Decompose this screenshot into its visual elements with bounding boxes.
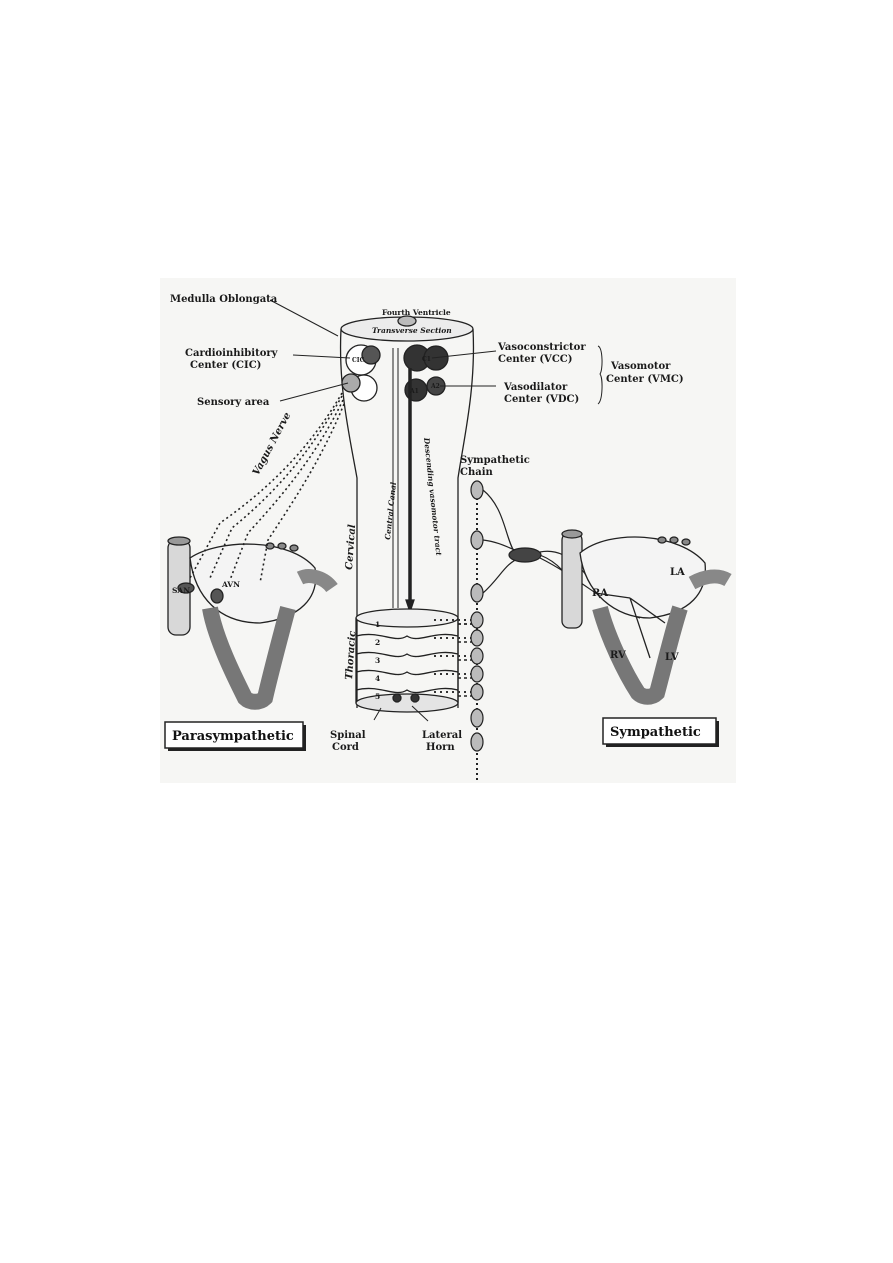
leader-lines [269,299,603,722]
vasomotor-label-2: Center (VMC) [606,374,684,385]
thoracic-segments [355,608,459,713]
sympathetic-chain [470,480,641,783]
transverse-section-label: Transverse Section [372,326,452,335]
san-label: SAN [172,586,190,595]
ra-label: RA [592,588,608,599]
sympathetic-chain-label-2: Chain [460,467,494,478]
segment-number: 2 [375,638,380,647]
vasodilator-label-2: Center (VDC) [504,394,579,405]
vasomotor-label-1: Vasomotor [610,361,671,372]
cervical-label: Cervical [344,524,358,570]
sympathetic-heart [561,529,732,705]
cardioinhibitory-label-1: Cardioinhibitory [185,348,279,359]
thoracic-label: Thoracic [344,630,358,680]
avn-label: AVN [221,580,240,589]
vagus-nerve-label: Vagus Nerve [251,411,293,478]
cardioinhibitory-label-2: Center (CIC) [190,360,261,371]
segment-numbers: 1 2 3 4 5 [375,620,380,701]
descending-tract-label: Descending vasomotor tract [422,436,443,556]
segment-number: 1 [375,620,380,629]
medulla-oblongata-label: Medulla Oblongata [170,294,278,305]
segment-number: 5 [375,692,380,701]
fourth-ventricle-label: Fourth Ventricle [382,308,451,317]
sympathetic-label: Sympathetic [610,725,701,740]
central-canal-label: Central Canal [383,482,398,541]
segment-number: 4 [375,674,380,683]
la-label: LA [670,567,685,578]
sympathetic-chain-label-1: Sympathetic [460,455,530,466]
brainstem-spinal-cord [339,315,478,713]
parasympathetic-heart [167,392,345,710]
a2-label: A2 [430,383,440,390]
lateral-horn-label-1: Lateral [422,730,462,741]
spinal-cord-label-1: Spinal [330,730,366,741]
a1-label: A1 [409,388,419,395]
lv-label: LV [665,652,679,663]
rv-label: RV [610,650,626,661]
vasodilator-label-1: Vasodilator [503,382,568,393]
spinal-cord-label-2: Cord [332,742,359,753]
parasympathetic-label: Parasympathetic [172,729,294,744]
diagram-canvas: Medulla Oblongata Fourth Ventricle Trans… [164,294,732,783]
sympathetic-box: Sympathetic [602,717,719,747]
segment-number: 3 [375,656,380,665]
lateral-horn-label-2: Horn [426,742,455,753]
parasympathetic-box: Parasympathetic [164,721,306,751]
vasoconstrictor-label-1: Vasoconstrictor [497,342,586,353]
sensory-area-label: Sensory area [197,397,270,408]
cic-short-label: CIC [352,357,365,364]
vasoconstrictor-label-2: Center (VCC) [498,354,572,365]
c1-label: C1 [422,356,431,363]
cardiovascular-innervation-diagram: Medulla Oblongata Fourth Ventricle Trans… [160,278,736,783]
